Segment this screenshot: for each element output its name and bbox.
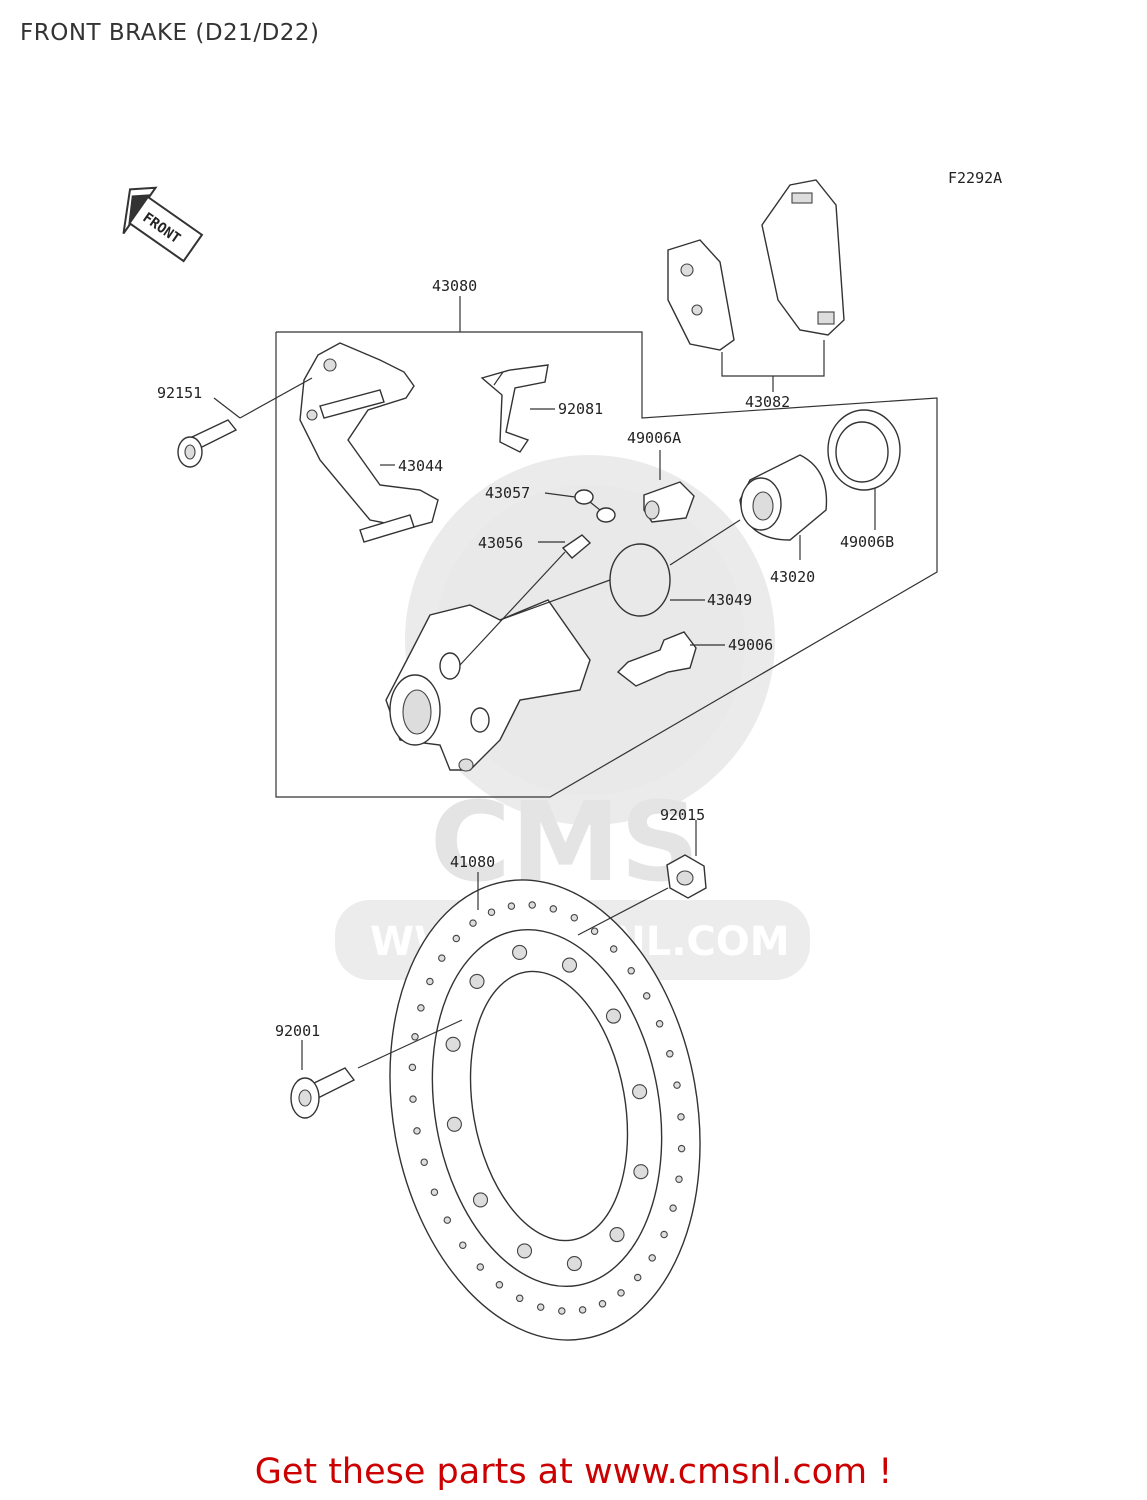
- caliper-body: [385, 599, 591, 772]
- callout-43044: 43044: [398, 457, 443, 475]
- disc-hole: [673, 1081, 681, 1089]
- disc-hole: [515, 1294, 524, 1303]
- disc-hole: [459, 1241, 467, 1249]
- disc-hole: [430, 1188, 439, 1196]
- disc-hole: [632, 1084, 648, 1100]
- figure-code: F2292A: [948, 169, 1002, 187]
- disc-hole: [446, 1116, 462, 1132]
- disc-hole: [408, 1063, 417, 1072]
- disc-hole: [516, 1243, 533, 1259]
- disc-hole: [609, 945, 618, 953]
- disc-bolt: [290, 1067, 356, 1119]
- disc-hole: [507, 902, 516, 910]
- disc-hole: [669, 1204, 677, 1212]
- disc-hole: [476, 1263, 485, 1271]
- disc-hole: [413, 1127, 421, 1135]
- callout-49006: 49006: [728, 636, 773, 654]
- disc-hole: [426, 977, 434, 986]
- callout-43057: 43057: [485, 484, 530, 502]
- disc-hole: [609, 1227, 625, 1243]
- callout-49006B: 49006B: [840, 533, 894, 551]
- caliper-assembly-outline: [275, 331, 938, 798]
- disc-hole: [536, 1303, 545, 1311]
- disc-hole: [605, 1008, 622, 1024]
- disc-hole: [570, 913, 579, 922]
- disc-hole: [598, 1300, 607, 1308]
- front-arrow-icon: FRONT: [122, 186, 204, 263]
- disc-hole: [633, 1164, 649, 1180]
- dust-seal-b: [827, 409, 901, 491]
- piston: [739, 454, 828, 541]
- dust-cover-a: [643, 481, 695, 523]
- caliper-bracket: [299, 342, 439, 543]
- disc-hole: [648, 1254, 656, 1262]
- disc-hole: [512, 944, 528, 960]
- callout-92081: 92081: [558, 400, 603, 418]
- disc-hole: [642, 992, 651, 1000]
- brake-disc: [389, 879, 701, 1341]
- disc-hole: [452, 934, 461, 943]
- bleeder-valve: [561, 534, 592, 559]
- disc-hole: [633, 1273, 642, 1282]
- disc-hole: [655, 1020, 664, 1028]
- disc-hole: [578, 1306, 587, 1314]
- disc-hole: [566, 1256, 582, 1272]
- disc-hole: [411, 1033, 419, 1041]
- page-title: FRONT BRAKE (D21/D22): [20, 20, 320, 46]
- callout-43049: 43049: [707, 591, 752, 609]
- callout-43020: 43020: [770, 568, 815, 586]
- disc-nut: [666, 854, 707, 899]
- disc-hole: [495, 1281, 504, 1289]
- disc-hole: [420, 1158, 428, 1166]
- disc-hole: [487, 908, 496, 916]
- callout-41080: 41080: [450, 853, 495, 871]
- disc-hole: [561, 957, 578, 973]
- disc-hole: [590, 927, 599, 935]
- disc-hole: [528, 901, 536, 909]
- slide-pin: [616, 631, 697, 687]
- leader-lines: [213, 377, 876, 1070]
- watermark-brand: CMS: [430, 778, 699, 906]
- callout-92151: 92151: [157, 384, 202, 402]
- disc-hole: [549, 905, 558, 913]
- callout-92001: 92001: [275, 1022, 320, 1040]
- disc-hole: [675, 1175, 683, 1183]
- footer-link[interactable]: Get these parts at www.cmsnl.com !: [254, 1452, 893, 1492]
- disc-hole: [469, 973, 485, 989]
- disc-hole: [469, 919, 477, 927]
- callout-43056: 43056: [478, 534, 523, 552]
- disc-hole: [666, 1050, 674, 1058]
- disc-hole: [627, 967, 635, 975]
- callout-49006A: 49006A: [627, 429, 681, 447]
- callout-92015: 92015: [660, 806, 705, 824]
- disc-hole: [617, 1289, 625, 1297]
- disc-hole: [417, 1004, 425, 1012]
- disc-hole: [409, 1095, 417, 1103]
- brake-pads: [667, 179, 845, 351]
- disc-hole: [443, 1216, 452, 1224]
- callout-43080: 43080: [432, 277, 477, 295]
- disc-hole: [445, 1036, 461, 1052]
- pad-spring: [480, 364, 549, 453]
- disc-hole: [438, 954, 446, 962]
- disc-hole: [558, 1307, 566, 1315]
- disc-hole: [472, 1192, 489, 1208]
- disc-hole: [677, 1144, 686, 1153]
- disc-hole: [660, 1230, 668, 1239]
- mounting-bolt: [177, 419, 238, 468]
- disc-hole: [677, 1113, 685, 1121]
- callout-43082: 43082: [745, 393, 790, 411]
